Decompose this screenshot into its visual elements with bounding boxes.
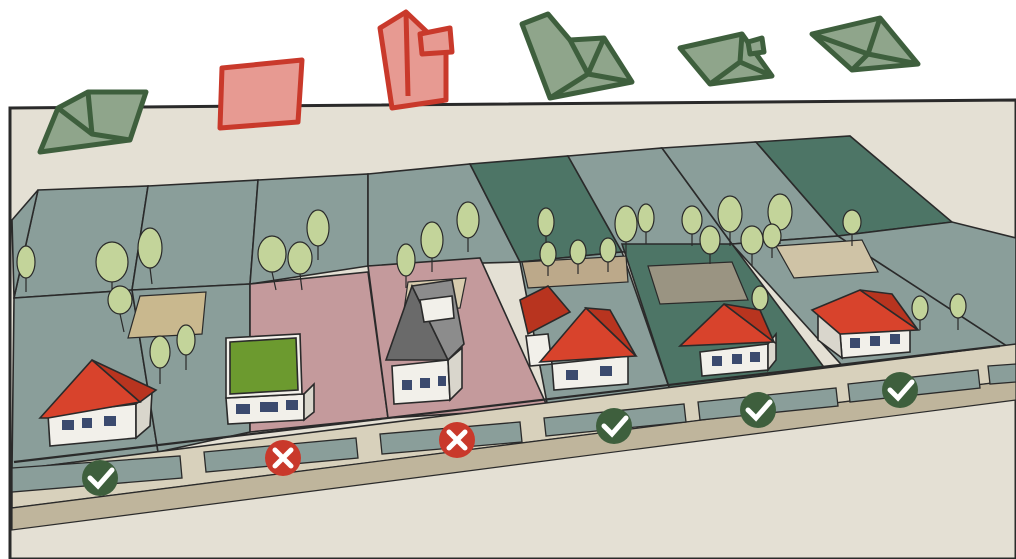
gable-roof-not-allowed-icon bbox=[380, 12, 452, 108]
allowed-check-icon bbox=[740, 392, 776, 428]
hip-roof-with-wing-allowed-icon bbox=[522, 14, 632, 98]
allowed-check-icon bbox=[596, 408, 632, 444]
house-flat-roof bbox=[226, 334, 314, 424]
hip-roof-with-chimney-allowed-icon bbox=[680, 34, 772, 84]
not-allowed-cross-icon bbox=[439, 422, 475, 458]
not-allowed-cross-icon bbox=[265, 440, 301, 476]
allowed-check-icon bbox=[82, 460, 118, 496]
flat-roof-not-allowed-icon bbox=[220, 60, 302, 128]
allowed-check-icon bbox=[882, 372, 918, 408]
pyramid-roof-allowed-icon bbox=[812, 18, 918, 70]
